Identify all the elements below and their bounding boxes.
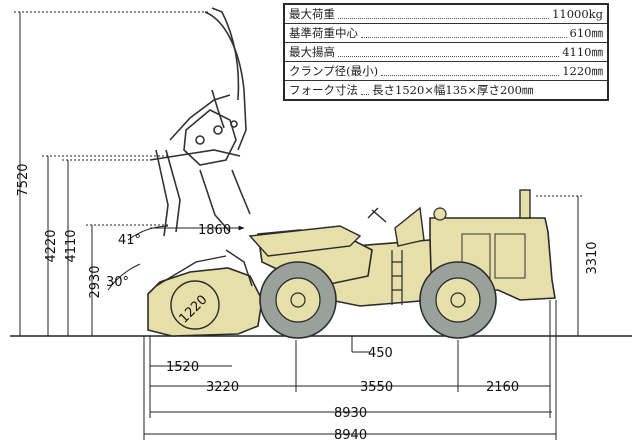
spec-row: クランプ径(最小) 1220㎜ [283,61,609,81]
angle-30: 30° [106,275,129,290]
leader-dots [381,66,560,76]
spec-label: フォーク寸法 [289,83,358,97]
dim-8930: 8930 [334,406,367,421]
leader-dots [338,47,560,57]
leader-dots [338,9,550,19]
horizontal-dimensions [143,225,557,440]
spec-row: 基準荷重中心 610㎜ [283,23,609,43]
front-wheel [259,261,337,339]
dim-8940: 8940 [334,428,367,443]
spec-row: 最大揚高 4110㎜ [283,42,609,62]
spec-table: 最大荷重 11000kg 基準荷重中心 610㎜ 最大揚高 4110㎜ クランプ… [283,3,609,101]
spec-value: 4110㎜ [562,45,603,59]
dim-4110: 4110 [64,229,79,262]
angle-arc-41 [127,225,169,241]
leader-dots [361,28,567,38]
angle-41: 41° [118,233,141,248]
dim-1520: 1520 [166,360,199,375]
dim-450: 450 [368,346,393,361]
dim-3220: 3220 [206,380,239,395]
raised-arm-outline [149,7,251,237]
angle-arc-30 [107,263,141,291]
dim-3310: 3310 [585,241,600,274]
dim-4220: 4220 [44,229,59,262]
spec-label: 基準荷重中心 [289,26,358,40]
spec-label: 最大揚高 [289,45,335,59]
spec-value: 11000kg [552,7,603,21]
dim-1860: 1860 [198,223,231,238]
rear-wheel [419,261,497,339]
dim-3550: 3550 [360,380,393,395]
spec-value: 1220㎜ [562,64,603,78]
vertical-dimensions [14,11,584,336]
spec-label: 最大荷重 [289,7,335,21]
dim-7520: 7520 [16,163,31,196]
spec-row: 最大荷重 11000kg [283,3,609,24]
spec-value: 長さ1520×幅135×厚さ200㎜ [372,83,534,97]
dim-2930: 2930 [88,265,103,298]
spec-row: フォーク寸法 長さ1520×幅135×厚さ200㎜ [283,80,609,101]
spec-value: 610㎜ [569,26,603,40]
spec-label: クランプ径(最小) [289,64,379,78]
dim-2160: 2160 [486,380,519,395]
leader-dots [361,85,369,95]
